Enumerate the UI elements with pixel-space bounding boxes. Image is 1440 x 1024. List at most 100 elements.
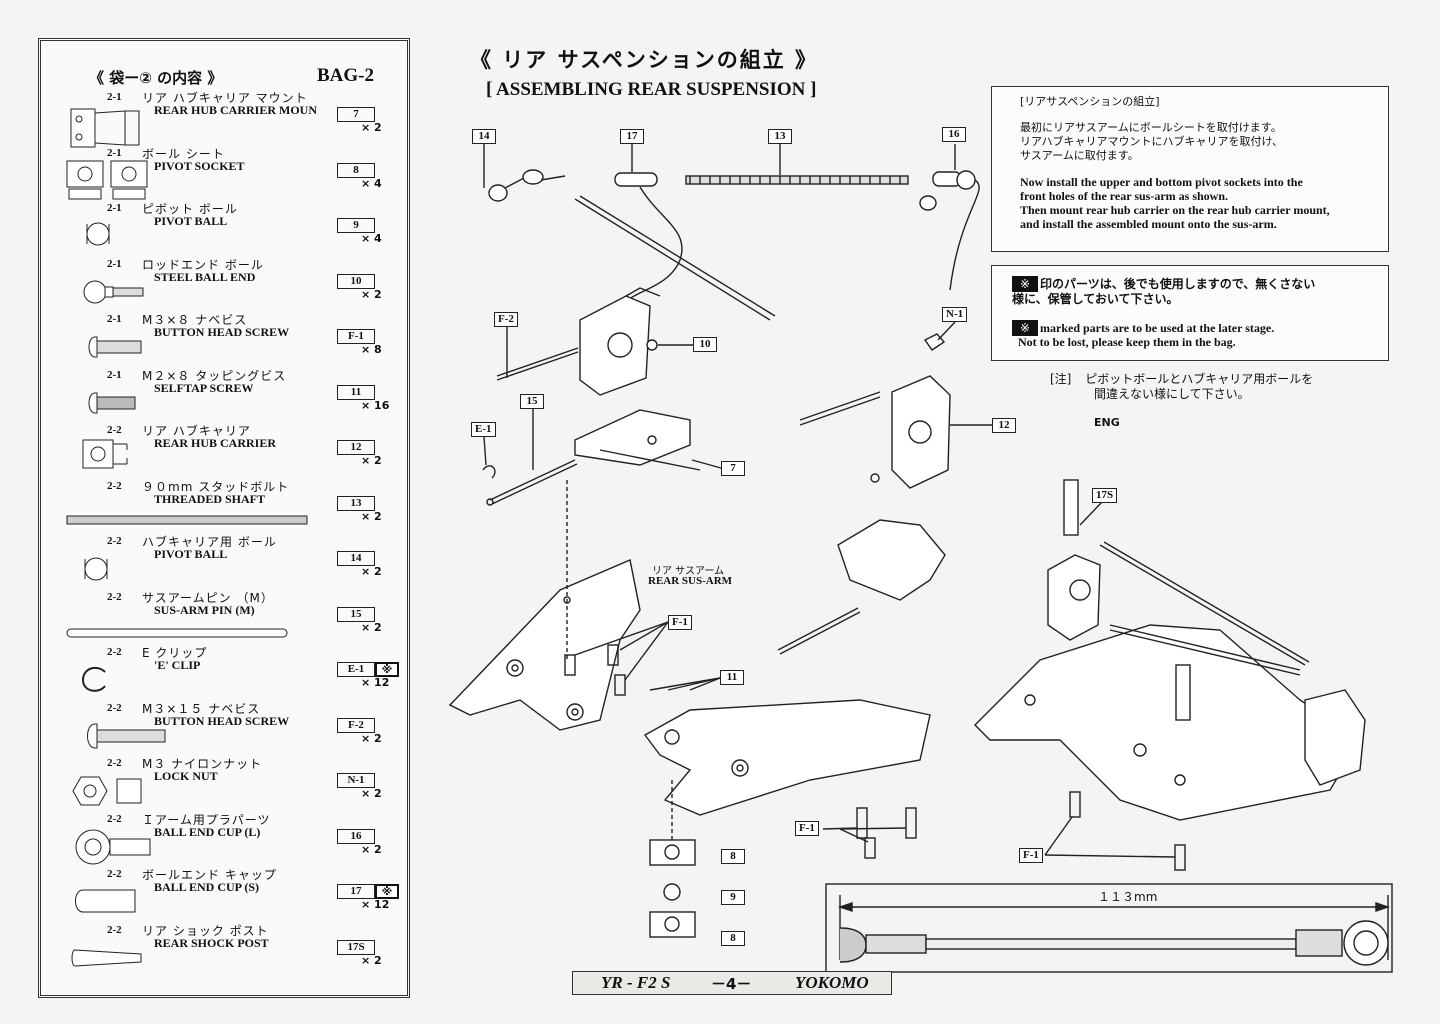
callout-16: 16 xyxy=(942,127,966,142)
part-quantity: × 2 xyxy=(361,509,382,523)
part-number: 2-2 xyxy=(107,646,122,658)
part-name-jp: M３×８ ナベビス xyxy=(142,313,248,327)
right-hub-mount xyxy=(777,473,946,655)
callout-8-bottom: 8 xyxy=(721,931,745,946)
part-name-jp: E クリップ xyxy=(142,646,208,660)
ball-end-cup-part-17 xyxy=(614,172,683,301)
part-code: 12 xyxy=(337,440,375,455)
part-name-jp: ボール シート xyxy=(142,146,225,161)
part-number: 2-2 xyxy=(107,923,122,936)
part-code: 13 xyxy=(337,495,375,511)
part-name-en: BUTTON HEAD SCREW xyxy=(154,713,290,728)
part-code: 7 xyxy=(337,107,375,122)
part-name-en: PIVOT BALL xyxy=(154,214,228,228)
long-button-screw-icon xyxy=(87,723,166,748)
caution-prefix: [注] xyxy=(1050,372,1072,386)
part-code: 8 xyxy=(337,162,375,178)
part-quantity: × 2 xyxy=(361,121,382,134)
part-code: 17 xyxy=(337,884,375,899)
part-quantity: × 2 xyxy=(361,953,382,967)
instructions-en-line-4: and install the assembled mount onto the… xyxy=(1020,217,1277,231)
part-quantity: × 2 xyxy=(361,287,382,301)
keep-notice-en-1: marked parts are to be used at the later… xyxy=(1040,321,1275,335)
part-name-en: PIVOT SOCKET xyxy=(154,158,245,173)
callout-n1: N-1 xyxy=(942,307,968,322)
part-name-en: BALL END CUP (L) xyxy=(154,824,261,839)
part-name-jp: M２×８ タッピングビス xyxy=(142,368,287,383)
callout-12: 12 xyxy=(992,418,1016,433)
callout-f1-right: F-1 xyxy=(1019,848,1043,863)
sus-arm-label-jp: リア サスアーム xyxy=(652,566,725,577)
part-number: 2-1 xyxy=(107,202,122,214)
callout-9: 9 xyxy=(721,890,745,905)
part-number: 2-1 xyxy=(107,313,122,325)
rear-shock-post-icon xyxy=(71,948,142,967)
callout-f1-center: F-1 xyxy=(795,821,819,836)
part-code: 15 xyxy=(337,606,375,622)
instructions-jp-line-2: リアハブキャリアマウントにハブキャリアを取付け、 xyxy=(1020,135,1284,148)
part-number: 2-1 xyxy=(107,368,122,381)
keep-mark-badge: ※ xyxy=(1012,276,1038,292)
steel-ball-end-icon xyxy=(83,280,144,303)
callout-17s: 17S xyxy=(1092,488,1118,503)
part-quantity: × 12 xyxy=(361,898,390,911)
threaded-shaft-icon xyxy=(66,515,308,524)
keep-parts-notice: ※ 印のパーツは、後でも使用しますので、無くさない 様に、保管しておいて下さい。… xyxy=(991,265,1389,361)
left-hub-carrier-assembly xyxy=(496,287,661,396)
callout-15: 15 xyxy=(520,394,544,409)
page-footer: YR - F2 S －4－ YOKOMO xyxy=(572,971,892,995)
eng-label: ENG xyxy=(1094,416,1120,429)
part-number: 2-2 xyxy=(107,812,122,825)
callout-14: 14 xyxy=(472,129,496,144)
rear-sus-arm-plate-left xyxy=(448,559,641,731)
instructions-box: [リアサスペンションの組立] 最初にリアサスアームにボールシートを取付けます。 … xyxy=(991,86,1389,252)
part-name-jp: ハブキャリア用 ボール xyxy=(142,535,277,549)
part-code: 9 xyxy=(337,218,375,233)
instructions-en-line-3: Then mount rear hub carrier on the rear … xyxy=(1020,203,1330,217)
instructions-jp-line-1: 最初にリアサスアームにボールシートを取付けます。 xyxy=(1020,121,1282,134)
hub-carrier-mount-part-7 xyxy=(574,409,701,471)
callout-11: 11 xyxy=(720,670,744,685)
part-name-en: REAR HUB CARRIER MOUN xyxy=(154,103,318,117)
footer-brand: YOKOMO xyxy=(795,973,869,992)
page-subtitle: [ ASSEMBLING REAR SUSPENSION ] xyxy=(486,79,817,100)
instructions-en-line-1: Now install the upper and bottom pivot s… xyxy=(1020,175,1303,189)
button-head-screw-icon xyxy=(88,336,142,358)
part-quantity: × 2 xyxy=(361,842,382,856)
part-name-jp: Ｉアーム用プラパーツ xyxy=(142,812,271,827)
footer-model: YR - F2 S xyxy=(601,973,671,992)
part-code: F-1 xyxy=(337,329,375,344)
part-name-jp: ピボット ボール xyxy=(142,202,238,216)
caution-note: [注] ピボットボールとハブキャリア用ボールを 間違えない様にして下さい。 xyxy=(1050,372,1313,402)
bag-number: BAG-2 xyxy=(317,65,374,86)
parts-list-header: 《 袋ー② の内容 》 BAG-2 xyxy=(89,65,389,95)
keep-notice-jp-1: 印のパーツは、後でも使用しますので、無くさない xyxy=(1040,277,1316,291)
part-number: 2-1 xyxy=(107,91,122,103)
caution-line-2: 間違えない様にして下さい。 xyxy=(1094,387,1250,401)
part-quantity: × 16 xyxy=(361,398,390,412)
part-code: F-2 xyxy=(337,717,375,733)
part-code: 10 xyxy=(337,273,375,289)
sus-arm-pin-part-15 xyxy=(482,459,578,506)
footer-page-number: －4－ xyxy=(711,975,752,993)
part-number: 2-2 xyxy=(107,868,122,880)
part-name-en: PIVOT BALL xyxy=(154,547,228,561)
part-name-en: THREADED SHAFT xyxy=(154,491,266,506)
part-quantity: × 2 xyxy=(361,731,382,745)
callout-10: 10 xyxy=(693,337,717,352)
long-rod xyxy=(574,198,771,321)
part-code: 14 xyxy=(337,551,375,566)
part-name-en: STEEL BALL END xyxy=(154,269,256,284)
e-clip-icon xyxy=(81,666,106,692)
instructions-jp-line-3: サスアームに取付ます。 xyxy=(1020,149,1139,162)
rear-sus-arm-plate-center xyxy=(643,699,931,816)
bag-contents-title: 《 袋ー② の内容 》 xyxy=(89,69,223,87)
right-hub-carrier-part-12 xyxy=(799,333,951,489)
part-number: 2-1 xyxy=(107,257,122,270)
